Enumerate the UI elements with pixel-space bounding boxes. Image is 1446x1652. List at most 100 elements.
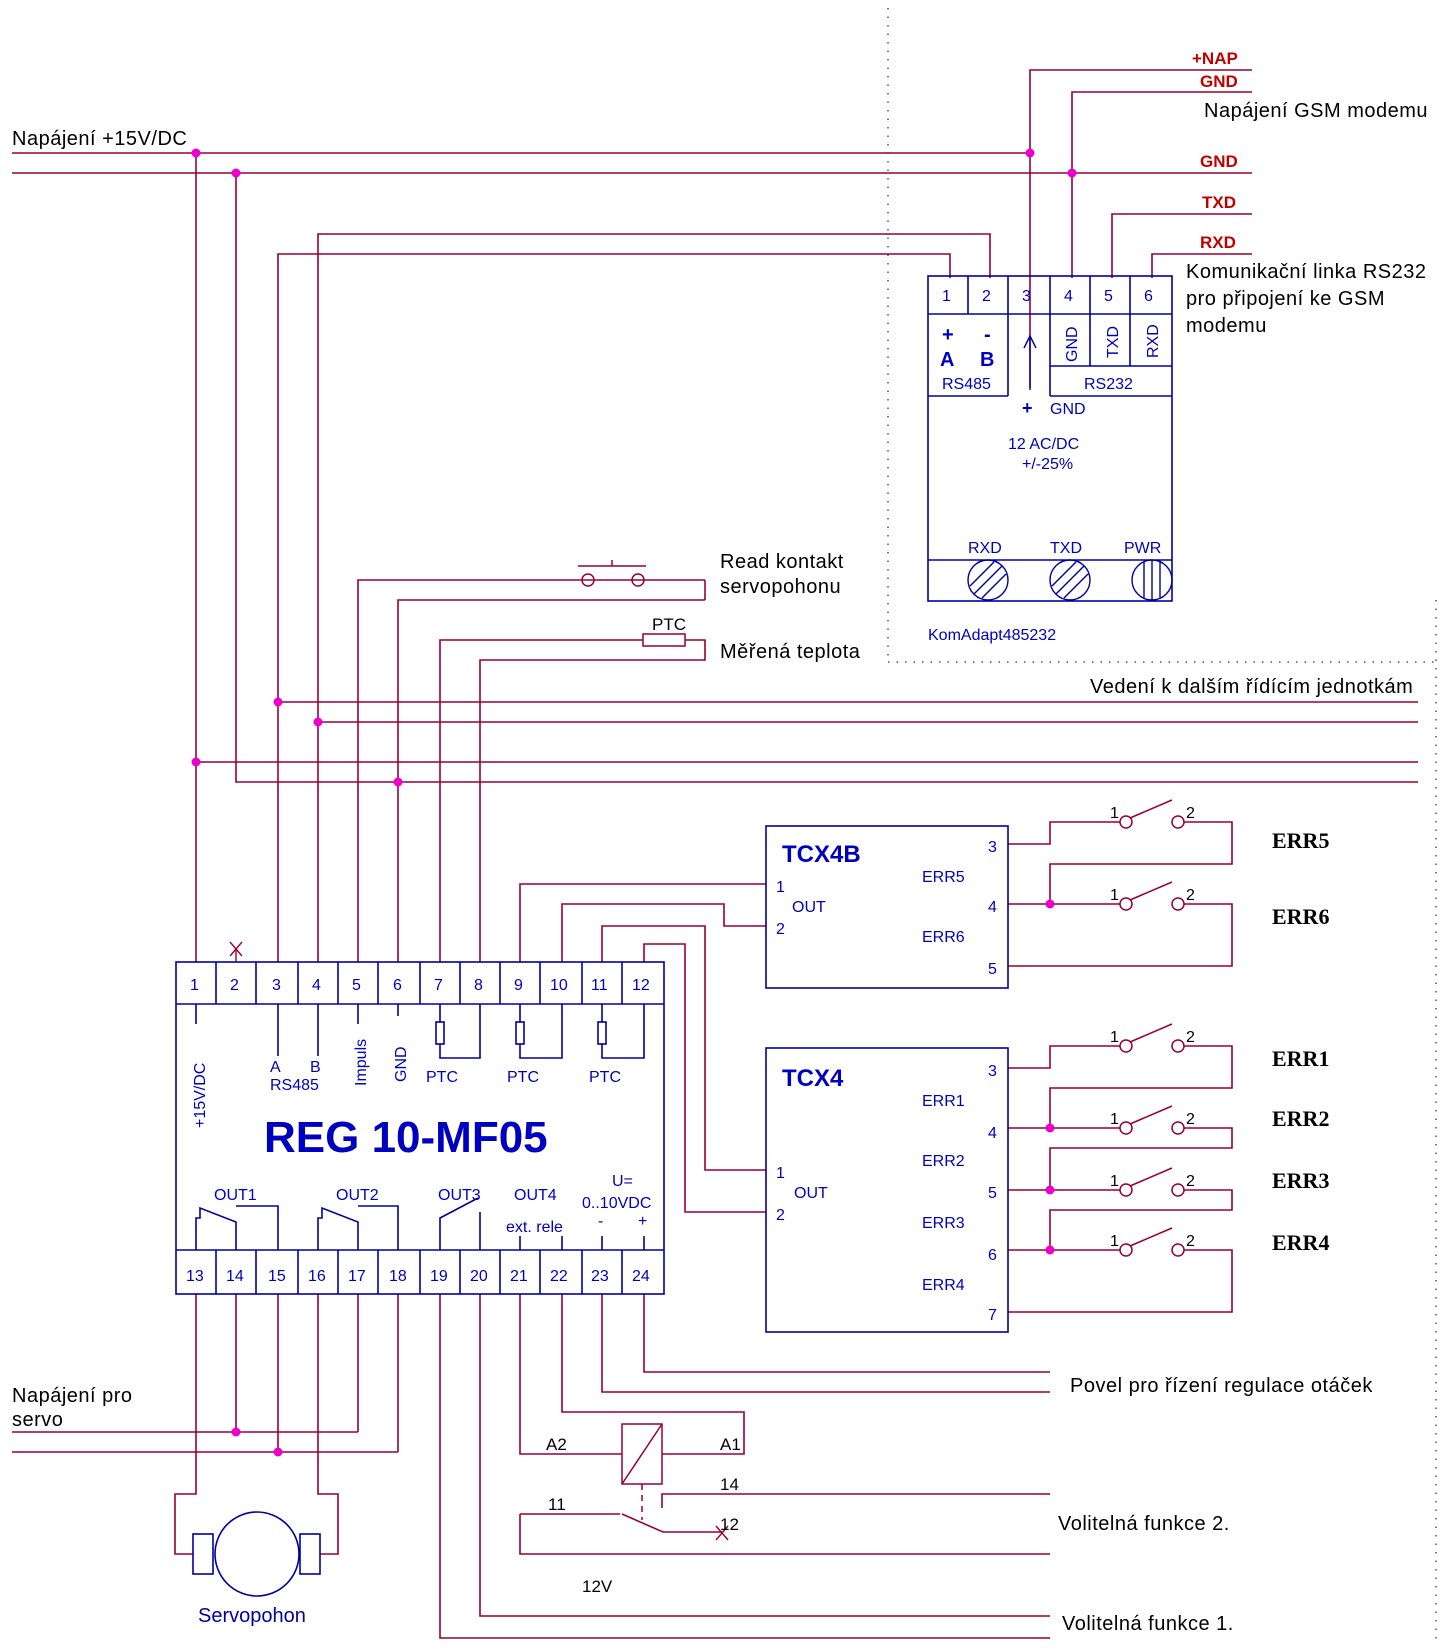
tcx4-err4: ERR4 xyxy=(922,1277,965,1294)
err3-pin1: 1 xyxy=(1110,1173,1119,1190)
komadapt-terminal-2: 2 xyxy=(982,288,991,305)
err4-name: ERR4 xyxy=(1272,1230,1329,1255)
err1-switch xyxy=(1112,1023,1185,1053)
reg-ptc-label-3: PTC xyxy=(589,1069,621,1086)
err4-pin1: 1 xyxy=(1110,1233,1119,1250)
gnd-label-top: GND xyxy=(1200,72,1238,91)
komadapt-terminal-5: 5 xyxy=(1104,288,1113,305)
read-kontakt-label-1: Read kontakt xyxy=(720,551,844,573)
reg-terminal-24: 24 xyxy=(632,1268,650,1285)
reg-impuls-label: Impuls xyxy=(353,1039,370,1086)
reg-name: REG 10-MF05 xyxy=(264,1113,548,1162)
reg-v15-label: +15V/DC xyxy=(192,1063,209,1128)
err3-name: ERR3 xyxy=(1272,1168,1329,1193)
up-arrow-icon xyxy=(1023,334,1037,390)
tcx4-terminal-4: 4 xyxy=(988,1125,997,1142)
komadapt-plus: + xyxy=(942,324,954,346)
err3-pin2: 2 xyxy=(1186,1173,1195,1190)
vedeni-label: Vedení k dalším řídícím jednotkám xyxy=(1090,676,1413,698)
tcx4-terminal-6: 6 xyxy=(988,1247,997,1264)
err1-pin2: 2 xyxy=(1186,1029,1195,1046)
reg-terminal-10: 10 xyxy=(550,977,568,994)
ptc-label-top: PTC xyxy=(652,615,686,634)
reg-terminal-15: 15 xyxy=(268,1268,286,1285)
err6-name: ERR6 xyxy=(1272,904,1329,929)
reg-terminal-7: 7 xyxy=(434,977,443,994)
txd-label: TXD xyxy=(1202,193,1236,212)
komadapt-terminal-6: 6 xyxy=(1144,288,1153,305)
reg-out3-label: OUT3 xyxy=(438,1187,481,1204)
err1-pin1: 1 xyxy=(1110,1029,1119,1046)
led-rxd-icon xyxy=(967,559,1009,601)
napajeni-servo-label-2: servo xyxy=(12,1409,63,1431)
tcx4-name: TCX4 xyxy=(782,1065,844,1092)
reg-terminal-8: 8 xyxy=(474,977,483,994)
dotted-separators xyxy=(887,8,1440,1640)
tcx4b-in2: 2 xyxy=(776,921,785,938)
reg-terminal-6: 6 xyxy=(393,977,402,994)
tcx4b-out: OUT xyxy=(792,899,826,916)
no-connect-marks xyxy=(229,941,729,1541)
komadapt-b: B xyxy=(980,349,994,371)
tcx4-err1: ERR1 xyxy=(922,1093,965,1110)
reg-terminal-5: 5 xyxy=(352,977,361,994)
komadapt-minus: - xyxy=(984,324,991,346)
reg-terminal-20: 20 xyxy=(470,1268,488,1285)
komadapt-a: A xyxy=(940,349,954,371)
reg-terminal-21: 21 xyxy=(510,1268,528,1285)
nap-label: +NAP xyxy=(1192,49,1238,68)
reg-out2-label: OUT2 xyxy=(336,1187,379,1204)
reg-terminal-17: 17 xyxy=(348,1268,366,1285)
rs232-line-label-1: Komunikační linka RS232 xyxy=(1186,261,1427,283)
reg-u-eq-label: U= xyxy=(612,1173,633,1190)
reg-terminal-4: 4 xyxy=(312,977,321,994)
gnd-label-rail: GND xyxy=(1200,152,1238,171)
read-contact-switch xyxy=(578,560,646,587)
reg-terminal-2: 2 xyxy=(230,977,239,994)
rs232-line-label-3: modemu xyxy=(1186,315,1267,337)
err3-switch xyxy=(1112,1167,1185,1197)
tcx4b-terminal-4: 4 xyxy=(988,899,997,916)
komadapt-terminal-3: 3 xyxy=(1022,288,1031,305)
reg-b-label: B xyxy=(310,1059,321,1076)
reg-u-range-label: 0..10VDC xyxy=(582,1195,651,1212)
tcx4-terminal-5: 5 xyxy=(988,1185,997,1202)
servo-motor-icon xyxy=(192,1511,321,1597)
tcx4b-name: TCX4B xyxy=(782,841,861,868)
reg-module: 1 2 3 4 5 6 7 8 9 10 11 12 13 14 15 16 1… xyxy=(175,961,665,1295)
relay-11-label: 11 xyxy=(548,1495,566,1514)
komadapt-rs232: RS232 xyxy=(1084,376,1133,393)
tcx4-out: OUT xyxy=(794,1185,828,1202)
komadapt-rs485: RS485 xyxy=(942,376,991,393)
reg-terminal-12: 12 xyxy=(632,977,650,994)
tcx4-terminal-3: 3 xyxy=(988,1063,997,1080)
rxd-label: RXD xyxy=(1200,233,1236,252)
err6-pin1: 1 xyxy=(1110,887,1119,904)
err5-pin2: 2 xyxy=(1186,805,1195,822)
tcx4-in2: 2 xyxy=(776,1207,785,1224)
reg-out4-label: OUT4 xyxy=(514,1187,557,1204)
tcx4b-terminal-5: 5 xyxy=(988,961,997,978)
err5-pin1: 1 xyxy=(1110,805,1119,822)
relay-14-label: 14 xyxy=(720,1475,739,1494)
tcx4-err3: ERR3 xyxy=(922,1215,965,1232)
err6-pin2: 2 xyxy=(1186,887,1195,904)
err1-name: ERR1 xyxy=(1272,1046,1329,1071)
komadapt-voltage-1: 12 AC/DC xyxy=(1008,436,1079,453)
komadapt-plus-supply: + xyxy=(1022,398,1033,418)
tcx4b-module: TCX4B 1 OUT 2 3 4 5 ERR5 ERR6 xyxy=(765,825,1009,989)
reg-rs485-label: RS485 xyxy=(270,1077,319,1094)
reg-terminal-3: 3 xyxy=(272,977,281,994)
err4-switch xyxy=(1112,1227,1185,1257)
err2-pin2: 2 xyxy=(1186,1111,1195,1128)
err6-switch xyxy=(1112,881,1185,911)
reg-terminal-11: 11 xyxy=(591,977,608,994)
reg-out1-label: OUT1 xyxy=(214,1187,257,1204)
led-txd-icon xyxy=(1049,559,1091,601)
merena-teplota-label: Měřená teplota xyxy=(720,641,861,663)
reg-terminal-18: 18 xyxy=(389,1268,407,1285)
tcx4-in1: 1 xyxy=(776,1165,785,1182)
reg-plus-label: + xyxy=(638,1213,647,1230)
volitelna-2-label: Volitelná funkce 2. xyxy=(1058,1513,1230,1535)
komadapt-rxd-v: RXD xyxy=(1145,324,1162,358)
